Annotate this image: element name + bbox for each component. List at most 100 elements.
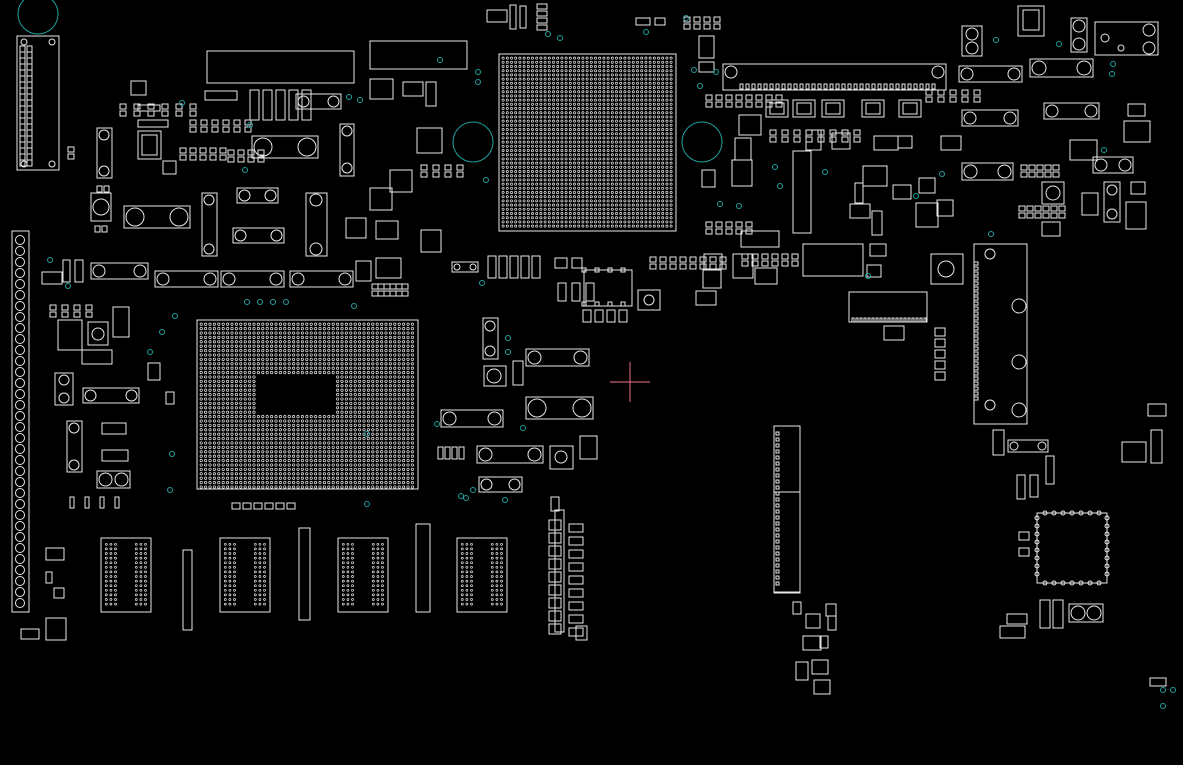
smd-pad[interactable] (1018, 212, 1026, 219)
component-outline[interactable] (811, 659, 829, 675)
connector-pin[interactable] (915, 317, 919, 323)
smd-pad[interactable] (817, 129, 825, 136)
component-outline[interactable] (402, 81, 424, 97)
smd-pad[interactable] (133, 110, 141, 117)
smd-pad[interactable] (649, 263, 657, 270)
smd-pad[interactable] (262, 89, 273, 121)
connector-pin[interactable] (907, 83, 912, 90)
smd-pad[interactable] (275, 89, 286, 121)
component-outline[interactable] (554, 509, 565, 633)
smd-pad[interactable] (649, 256, 657, 263)
component-outline[interactable] (620, 267, 626, 273)
pad[interactable] (1034, 555, 1040, 561)
pad[interactable] (1042, 510, 1048, 516)
connector-pin[interactable] (973, 396, 979, 401)
component-outline[interactable] (871, 210, 883, 236)
side-connector-outline[interactable] (11, 230, 30, 613)
smd-pad[interactable] (211, 119, 219, 126)
smd-pad[interactable] (211, 126, 219, 133)
mounting-hole[interactable] (681, 121, 723, 163)
component-outline[interactable] (579, 435, 598, 460)
component-outline[interactable] (594, 301, 600, 307)
connector-outline[interactable] (973, 243, 1028, 425)
via[interactable] (1170, 687, 1176, 693)
connector-pin[interactable] (769, 83, 774, 90)
component-outline[interactable] (898, 99, 922, 118)
pad[interactable] (527, 447, 542, 462)
component-outline[interactable] (568, 536, 584, 546)
pad[interactable] (15, 279, 25, 289)
pad[interactable] (1034, 515, 1040, 521)
connector-pin[interactable] (973, 371, 979, 376)
smd-pad[interactable] (264, 502, 274, 510)
pad[interactable] (1045, 104, 1059, 118)
pad[interactable] (15, 422, 25, 432)
connector-pin[interactable] (19, 129, 26, 137)
connector-pin[interactable] (19, 99, 26, 107)
component-outline[interactable] (773, 491, 801, 593)
pad[interactable] (1051, 580, 1057, 586)
pad[interactable] (442, 411, 457, 426)
connector-pin[interactable] (26, 147, 33, 155)
pad[interactable] (965, 41, 979, 55)
component-outline[interactable] (1006, 613, 1028, 625)
pad[interactable] (297, 95, 310, 108)
smd-pad[interactable] (389, 290, 397, 297)
smd-pad[interactable] (275, 502, 285, 510)
smd-pad[interactable] (383, 283, 391, 290)
capacitor-outline[interactable] (961, 109, 1019, 127)
smd-pad[interactable] (161, 110, 169, 117)
pad[interactable] (1031, 60, 1047, 76)
connector-pin[interactable] (19, 159, 26, 167)
smd-pad[interactable] (61, 311, 69, 318)
smd-pad[interactable] (961, 89, 969, 96)
memory-chip-outline[interactable] (100, 537, 152, 613)
connector-pin[interactable] (775, 443, 780, 448)
component-outline[interactable] (375, 257, 402, 279)
component-outline[interactable] (1103, 181, 1121, 223)
smd-pad[interactable] (751, 253, 759, 260)
smd-pad[interactable] (456, 171, 464, 178)
pad[interactable] (554, 450, 568, 464)
smd-pad[interactable] (371, 290, 379, 297)
smd-pad[interactable] (389, 283, 397, 290)
component-outline[interactable] (81, 349, 113, 365)
cpu-bga-balls[interactable] (501, 56, 673, 228)
via[interactable] (172, 313, 178, 319)
connector-pin[interactable] (775, 539, 780, 544)
pad[interactable] (508, 478, 521, 491)
smd-pad[interactable] (509, 255, 519, 279)
pad[interactable] (15, 576, 25, 586)
connector-pin[interactable] (973, 296, 979, 301)
connector-pin[interactable] (26, 45, 33, 53)
pad[interactable] (1011, 402, 1027, 418)
connector-pin[interactable] (26, 129, 33, 137)
smd-pad[interactable] (1026, 212, 1034, 219)
smd-pad[interactable] (751, 260, 759, 267)
pad[interactable] (1034, 531, 1040, 537)
smd-pad[interactable] (85, 304, 93, 311)
smd-pad[interactable] (791, 253, 799, 260)
pad[interactable] (125, 389, 138, 402)
component-outline[interactable] (792, 601, 802, 615)
via[interactable] (483, 177, 489, 183)
header-outline[interactable] (206, 50, 355, 84)
component-outline[interactable] (862, 165, 888, 187)
smd-pad[interactable] (219, 154, 227, 161)
component-outline[interactable] (1018, 531, 1030, 541)
component-outline[interactable] (519, 5, 527, 29)
pad[interactable] (643, 294, 655, 306)
connector-pin[interactable] (799, 83, 804, 90)
connector-pin[interactable] (973, 351, 979, 356)
smd-pad[interactable] (781, 253, 789, 260)
smd-pad[interactable] (703, 16, 711, 23)
smd-pad[interactable] (420, 164, 428, 171)
component-outline[interactable] (861, 99, 885, 118)
pad[interactable] (1084, 104, 1098, 118)
smd-pad[interactable] (817, 136, 825, 143)
smd-pad[interactable] (67, 153, 75, 160)
pad[interactable] (997, 164, 1012, 179)
mounting-hole[interactable] (452, 121, 494, 163)
